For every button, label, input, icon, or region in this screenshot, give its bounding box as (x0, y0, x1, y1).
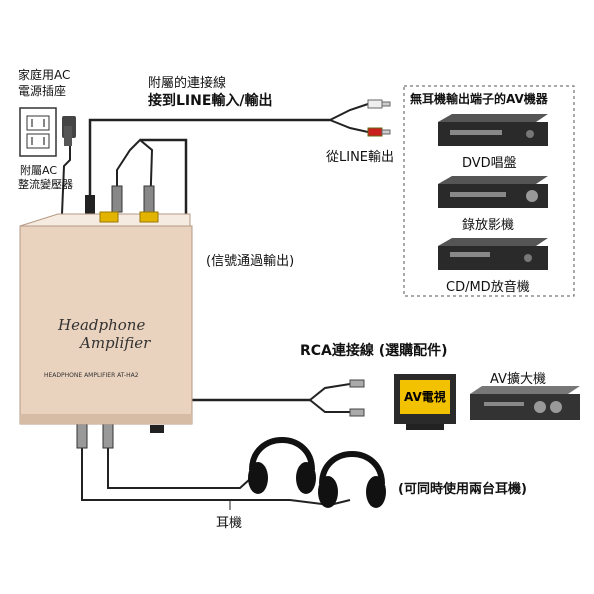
ac-adapter-icon (61, 116, 76, 215)
passthrough-label: (信號通過輸出) (206, 254, 295, 269)
headphones-icon (248, 437, 316, 494)
dvd-player-label: DVD唱盤 (462, 156, 517, 171)
rca-plug-red-icon (367, 127, 391, 137)
from-line-out-label: 從LINE輸出 (326, 150, 395, 165)
amplifier-model-text: HEADPHONE AMPLIFIER AT-HA2 (44, 372, 139, 379)
wall-outlet-icon (19, 107, 57, 157)
av-amplifier-icon (470, 386, 580, 420)
ac-adapter-label-2: 整流變壓器 (18, 178, 73, 191)
tv-icon (394, 374, 456, 430)
ac-outlet-label-2: 電源插座 (18, 84, 67, 98)
amplifier-logo-line2: Amplifier (80, 334, 151, 352)
cable-title-line1: 附屬的連接線 (148, 76, 227, 91)
headphone-amplifier (19, 211, 193, 433)
rca-plug-white-icon (367, 99, 391, 109)
device-group-title: 無耳機輸出端子的AV機器 (410, 92, 548, 106)
vcr-label: 錄放影機 (462, 218, 515, 233)
headphones-icon (318, 451, 386, 508)
dvd-player-icon (438, 114, 548, 146)
headphones-label: 耳機 (216, 516, 243, 531)
two-headphones-label: (可同時使用兩台耳機) (398, 482, 527, 497)
cd-md-player-label: CD/MD放音機 (446, 280, 530, 295)
cd-md-player-icon (438, 238, 548, 270)
ac-adapter-label-1: 附屬AC (20, 164, 58, 177)
av-amp-label: AV擴大機 (490, 372, 546, 387)
cable-title-line2: 接到LINE輸入/輸出 (148, 93, 273, 109)
ac-outlet-label-1: 家庭用AC (18, 68, 71, 82)
rca-cable-label: RCA連接線 (選購配件) (300, 343, 448, 359)
tv-label: AV電視 (404, 390, 446, 404)
amplifier-logo-line1: Headphone (58, 316, 146, 334)
vcr-icon (438, 176, 548, 208)
